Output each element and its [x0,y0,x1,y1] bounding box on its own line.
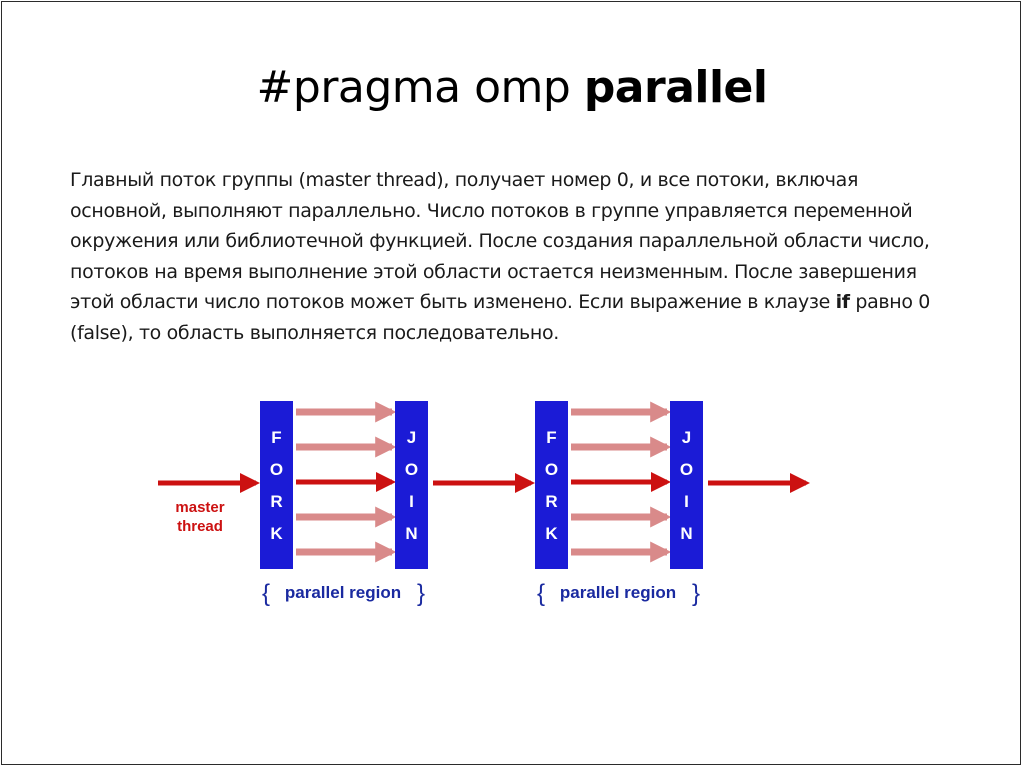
region-brace-right: } [692,580,700,607]
region-brace-left: { [537,580,545,607]
join-letter: J [407,428,416,447]
paragraph-part1: Главный поток группы (master thread), по… [70,169,930,313]
parallel-region-1: F O R K J O I N { parallel region } [260,401,428,607]
fork-letter: R [545,492,557,511]
region-label: parallel region [560,583,676,602]
parallel-region-2: F O R K J O I N { parallel region } [535,401,703,607]
paragraph-part2: равно 0 (false), то область выполняется … [70,291,931,344]
body-paragraph: Главный поток группы (master thread), по… [70,165,955,348]
join-block [395,401,428,569]
region-label: parallel region [285,583,401,602]
join-letter: O [405,460,418,479]
join-letter: I [409,492,414,511]
fork-letter: O [545,460,558,479]
fork-letter: R [270,492,282,511]
title-bold: parallel [583,62,768,113]
fork-block [535,401,568,569]
fork-letter: F [271,428,281,447]
join-letter: I [684,492,689,511]
fork-letter: K [270,524,283,543]
title-plain: #pragma omp [256,62,584,113]
join-letter: N [405,524,417,543]
master-label-line1: master [175,499,224,516]
fork-letter: F [546,428,556,447]
join-letter: O [680,460,693,479]
fork-letter: K [545,524,558,543]
join-letter: N [680,524,692,543]
region-brace-right: } [417,580,425,607]
join-block [670,401,703,569]
fork-letter: O [270,460,283,479]
paragraph-keyword: if [835,291,850,313]
join-letter: J [682,428,691,447]
region-brace-left: { [262,580,270,607]
master-label-line2: thread [177,518,223,535]
fork-block [260,401,293,569]
slide-title: #pragma omp parallel [0,62,1024,113]
